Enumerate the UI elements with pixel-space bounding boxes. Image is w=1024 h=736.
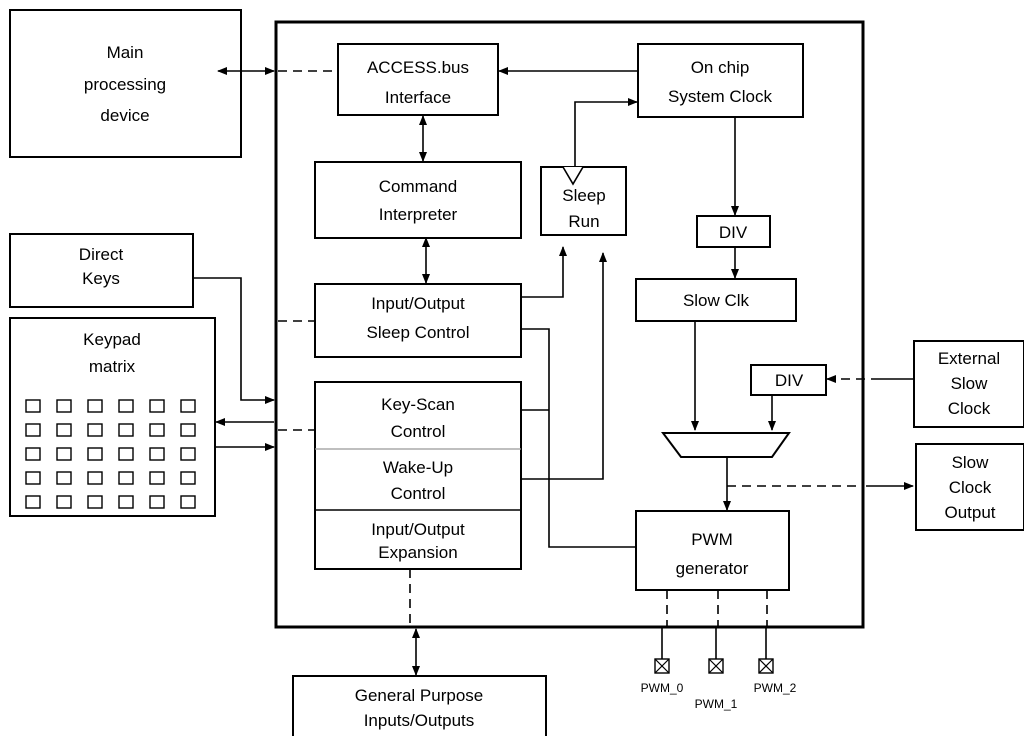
iosleep-to-sleeprun-arrow	[521, 246, 567, 298]
command-interpreter-line1: Command	[379, 177, 457, 196]
pwm-pin-0: PWM_0	[641, 658, 684, 695]
sleeprun-to-clock-arrow	[574, 98, 638, 167]
chip-outline	[274, 20, 865, 629]
direct-keys-block: Direct Keys	[9, 233, 194, 308]
div-ext-label: DIV	[775, 371, 804, 390]
keypad-line2: matrix	[89, 357, 136, 376]
wakeup-line1: Wake-Up	[383, 458, 453, 477]
keypad-key	[118, 423, 134, 437]
gpio-block: General Purpose Inputs/Outputs	[292, 675, 547, 736]
slow-clock-output-line3: Output	[944, 503, 995, 522]
pwm-pin-1-label: PWM_1	[695, 697, 738, 711]
pwm-pin-2: PWM_2	[754, 658, 797, 695]
slow-clock-output-line2: Clock	[949, 478, 992, 497]
keypad-key	[87, 423, 103, 437]
io-sleep-line1: Input/Output	[371, 294, 465, 313]
sleep-run-line2: Run	[568, 212, 599, 231]
keypad-key	[149, 423, 165, 437]
pwm-generator-line2: generator	[676, 559, 749, 578]
keypad-key	[56, 447, 72, 461]
main-processing-device-line1: Main	[107, 43, 144, 62]
io-sleep-control-block: Input/Output Sleep Control	[314, 283, 522, 358]
internal-bus-to-pwm	[521, 328, 636, 548]
keypad-line1: Keypad	[83, 330, 141, 349]
direct-keys-line1: Direct	[79, 245, 124, 264]
io-sleep-line2: Sleep Control	[366, 323, 469, 342]
pwm-generator-block: PWM generator	[635, 510, 790, 591]
keypad-key	[149, 447, 165, 461]
sleep-run-line1: Sleep	[562, 186, 605, 205]
div-external-block: DIV	[750, 364, 827, 396]
slow-clk-label: Slow Clk	[683, 291, 750, 310]
keypad-key	[180, 471, 196, 485]
directkeys-to-chip-arrow	[193, 277, 275, 404]
div-top-label: DIV	[719, 223, 748, 242]
keypad-key	[180, 399, 196, 413]
external-slow-clock-line3: Clock	[948, 399, 991, 418]
external-slow-clock-line2: Slow	[951, 374, 989, 393]
access-bus-interface-block: ACCESS.bus Interface	[337, 43, 499, 116]
keypad-key	[56, 471, 72, 485]
keypad-key	[87, 471, 103, 485]
system-clock-line1: On chip	[691, 58, 750, 77]
keypad-key	[25, 447, 41, 461]
keyscan-line2: Control	[391, 422, 446, 441]
access-bus-line2: Interface	[385, 88, 451, 107]
command-interpreter-block: Command Interpreter	[314, 161, 522, 239]
keypad-key	[56, 423, 72, 437]
div-top-block: DIV	[696, 215, 771, 248]
keypad-key	[56, 399, 72, 413]
keypad-key-grid	[25, 399, 196, 509]
pwm-pin-1: PWM_1	[695, 658, 738, 711]
gpio-line2: Inputs/Outputs	[364, 711, 475, 730]
slow-clk-block: Slow Clk	[635, 278, 797, 322]
keypad-key	[180, 447, 196, 461]
access-bus-line1: ACCESS.bus	[367, 58, 469, 77]
keypad-key	[56, 495, 72, 509]
clock-multiplexer	[661, 432, 791, 458]
keypad-key	[118, 471, 134, 485]
slow-clock-output-line1: Slow	[952, 453, 990, 472]
keypad-matrix-block: Keypad matrix	[9, 317, 216, 517]
keypad-key	[25, 495, 41, 509]
keypad-key	[87, 399, 103, 413]
sleep-run-block: Sleep Run	[540, 166, 627, 236]
main-processing-device-line3: device	[100, 106, 149, 125]
keypad-key	[87, 495, 103, 509]
pwm-generator-line1: PWM	[691, 530, 733, 549]
wakeup-to-sleeprun-arrow	[521, 252, 607, 480]
keypad-key	[180, 495, 196, 509]
system-clock-line2: System Clock	[668, 87, 772, 106]
keypad-key	[25, 423, 41, 437]
io-expansion-line1: Input/Output	[371, 520, 465, 539]
main-processing-device-line2: processing	[84, 75, 166, 94]
keypad-key	[87, 447, 103, 461]
keypad-key	[149, 471, 165, 485]
direct-keys-line2: Keys	[82, 269, 120, 288]
keypad-key	[25, 399, 41, 413]
slow-clock-output-block: Slow Clock Output	[915, 443, 1024, 531]
keypad-key	[149, 495, 165, 509]
system-clock-block: On chip System Clock	[637, 43, 804, 118]
keypad-key	[118, 447, 134, 461]
wakeup-line2: Control	[391, 484, 446, 503]
keypad-key	[118, 495, 134, 509]
keypad-key	[25, 471, 41, 485]
external-slow-clock-block: External Slow Clock	[913, 340, 1024, 428]
gpio-line1: General Purpose	[355, 686, 484, 705]
keypad-key	[149, 399, 165, 413]
command-interpreter-line2: Interpreter	[379, 205, 458, 224]
io-expansion-line2: Expansion	[378, 543, 457, 562]
keyscan-line1: Key-Scan	[381, 395, 455, 414]
keypad-key	[118, 399, 134, 413]
keyscan-wakeup-expansion-stack: Key-Scan Control Wake-Up Control Input/O…	[314, 381, 522, 570]
pwm-pin-0-label: PWM_0	[641, 681, 684, 695]
main-processing-device-block: Main processing device	[9, 9, 242, 158]
external-slow-clock-line1: External	[938, 349, 1000, 368]
pwm-pin-2-label: PWM_2	[754, 681, 797, 695]
keypad-key	[180, 423, 196, 437]
sleep-run-trigger-icon	[562, 166, 584, 186]
